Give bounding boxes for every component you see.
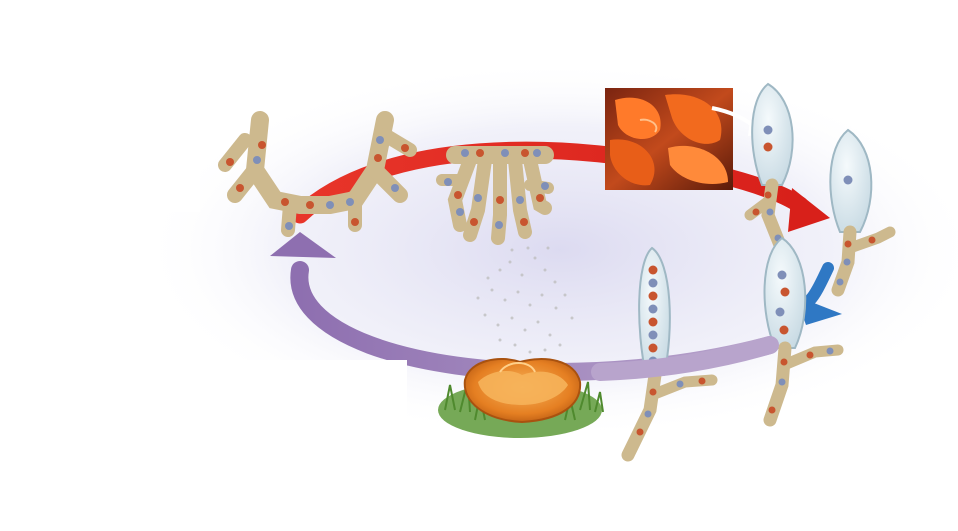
blank-label-box-top-left: [0, 0, 200, 212]
blank-label-box-bottom-left: [0, 360, 407, 531]
orange-cup-fungus-photo-icon: [605, 88, 733, 190]
